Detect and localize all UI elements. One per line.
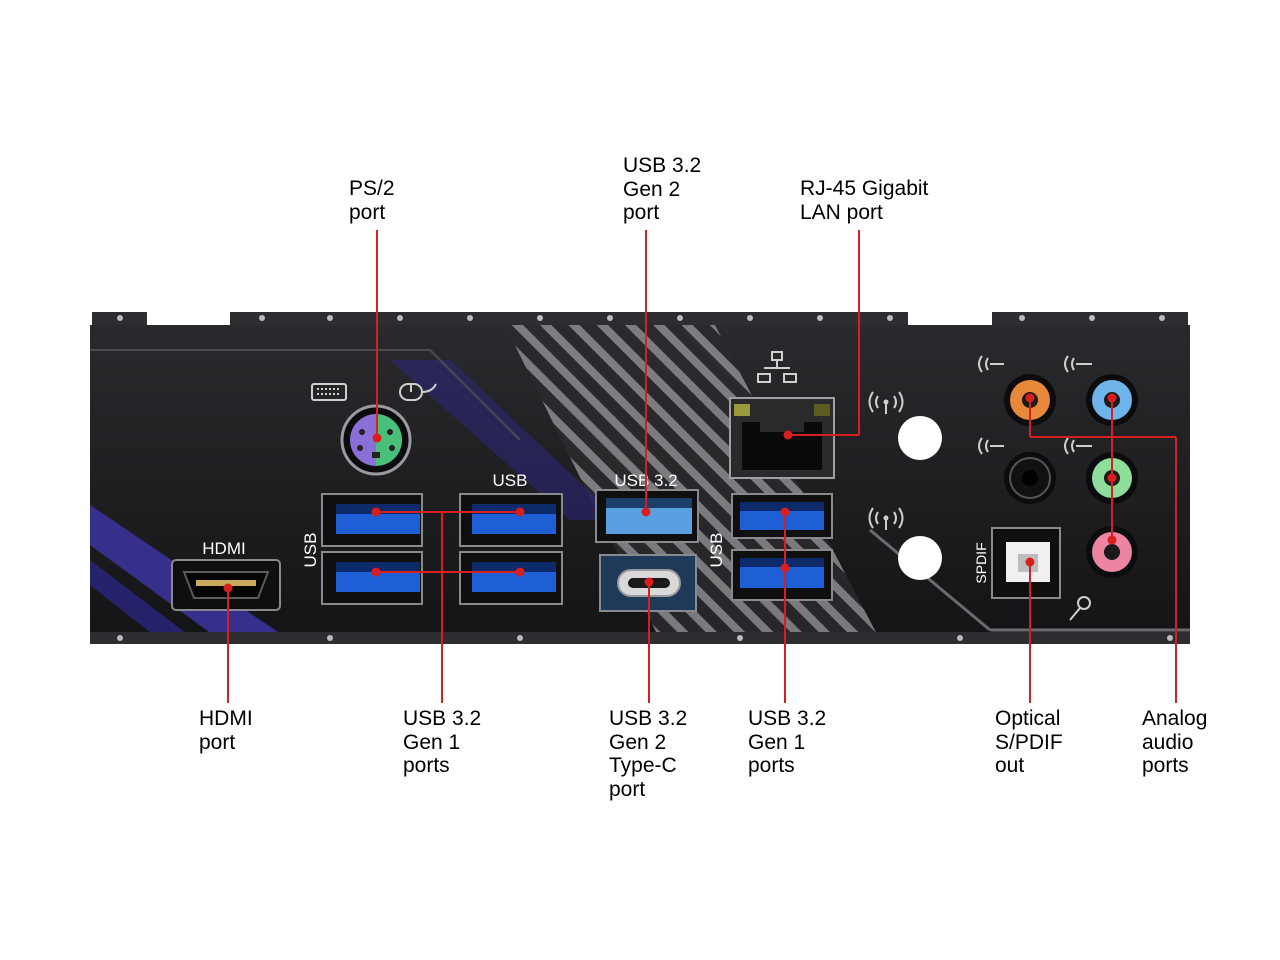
callout-hdmi-port: HDMI port: [199, 707, 253, 754]
antenna-holes: [898, 416, 942, 580]
wifi-antenna-icon: [868, 391, 904, 530]
callout-usb-typec: USB 3.2 Gen 2 Type-C port: [609, 707, 688, 801]
callout-spdif: Optical S/PDIF out: [995, 707, 1063, 777]
callout-usb-gen2-port: USB 3.2 Gen 2 port: [623, 154, 702, 224]
usb-gen1-right-ports: [731, 493, 833, 601]
shield-top-tabs: [92, 312, 1188, 326]
callout-ps2-port: PS/2 port: [349, 177, 395, 224]
usb-gen2-port: [595, 489, 699, 543]
panel-label-hdmi: HDMI: [202, 539, 245, 558]
network-icon: [757, 351, 797, 383]
callout-audio: Analog audio ports: [1142, 707, 1208, 777]
panel-label-spdif: SPDIF: [973, 542, 989, 583]
callout-usb-gen1-left: USB 3.2 Gen 1 ports: [403, 707, 482, 777]
mouse-icon: [399, 383, 437, 401]
panel-label-usb-side-left: USB: [301, 533, 320, 568]
audio-jack-icon: [978, 355, 1092, 455]
panel-label-usb-top: USB: [493, 471, 528, 490]
leader-lines: [223, 230, 1177, 703]
callout-usb-gen1-right: USB 3.2 Gen 1 ports: [748, 707, 827, 777]
microphone-icon: [1069, 596, 1091, 621]
keyboard-icon: [311, 383, 347, 401]
rj45-port: [729, 397, 835, 479]
audio-jacks: [1004, 374, 1138, 578]
callout-rj45-port: RJ-45 Gigabit LAN port: [800, 177, 929, 224]
panel-label-usb-side-right: USB: [707, 533, 726, 568]
spdif-port: [991, 527, 1061, 599]
